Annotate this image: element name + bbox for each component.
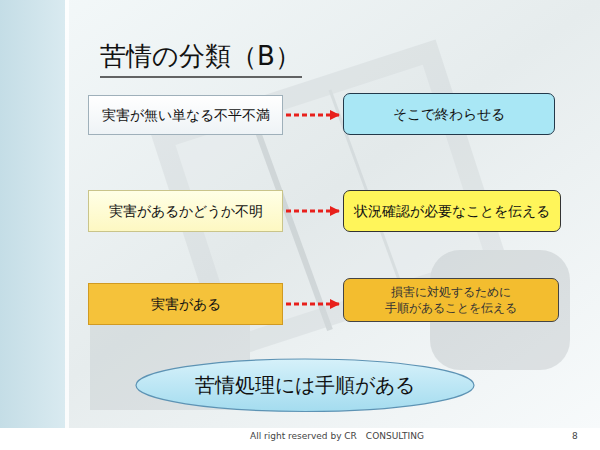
complaint-box: 実害があるかどうか不明: [88, 190, 283, 232]
node-text: 損害に対処するために 手順があることを伝える: [352, 284, 550, 316]
node-text: 実害がある: [151, 295, 221, 314]
response-box: そこで終わらせる: [343, 93, 555, 135]
page-number: 8: [572, 429, 578, 443]
response-box: 損害に対処するために 手順があることを伝える: [343, 278, 559, 322]
summary-ellipse: 苦情処理には手順がある: [135, 358, 475, 413]
response-box: 状況確認が必要なことを伝える: [343, 190, 561, 232]
complaint-box: 実害が無い単なる不平不満: [88, 95, 283, 135]
dashed-arrow: [286, 303, 340, 306]
node-text: 実害があるかどうか不明: [109, 202, 263, 221]
complaint-box: 実害がある: [88, 283, 283, 325]
slide-title: 苦情の分類（B）: [100, 40, 301, 72]
dashed-arrow: [286, 114, 340, 117]
node-text: 実害が無い単なる不平不満: [102, 106, 270, 125]
node-text: 状況確認が必要なことを伝える: [354, 202, 550, 221]
node-text: 苦情処理には手順がある: [195, 372, 415, 399]
dashed-arrow: [286, 210, 340, 213]
footer-text: All right reserved by CR CONSULTING: [250, 429, 424, 443]
node-text: そこで終わらせる: [393, 105, 505, 124]
